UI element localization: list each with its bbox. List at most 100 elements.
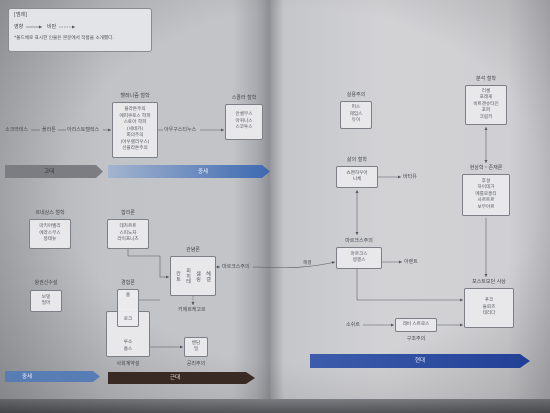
empiricism-box: 흄 로크 [117,289,139,327]
group-title-utilitarianism: 공리주의 [186,361,206,367]
member: 포퍼 [481,108,491,114]
member: 사르트르 [477,198,495,204]
member: 벤담 [191,340,201,346]
era-arrow-modern [108,372,255,384]
gutter-link-label: 헤겔 [303,261,312,266]
book-bottom-edge [0,399,550,413]
member: 회의주의 [126,133,144,139]
member: 듀이 [351,118,361,124]
member: 보부아르 [477,204,495,210]
era-label-contemporary: 현대 [415,358,426,364]
member: 데카르트 [119,224,137,230]
member: 제임스 [349,111,363,117]
member: (아우렐리우스) [120,139,150,145]
member: 라이프니츠 [117,237,139,243]
group-title-renaissance: 르네상스 철학 [35,210,65,216]
member: 에라스무스 [39,230,61,236]
era-arrow-ancient [5,165,103,178]
label-to-marxism: 마르크스주의 [222,264,250,270]
legend-influence-label: 영향 [14,24,24,30]
member: 신플라톤주의 [122,146,148,152]
era-label-ancient: 고대 [44,169,55,175]
member: 스피노자 [119,230,137,236]
link-rationalism-idealism [127,249,169,279]
member: 밀 [193,347,199,352]
social-contract-box: 루소 홉스 [106,311,150,357]
member: 에피쿠로스 학파 [119,113,151,119]
member: 몽테뉴 [43,237,57,243]
member: 하이데거 [477,185,495,191]
group-title-divine-right: 왕권신수설 [34,280,58,286]
member: 아퀴나스 [235,118,253,124]
legend-title: [범례] [14,12,28,18]
era-label-medieval-lower: 중세 [22,373,33,380]
member: (세네카) [126,126,144,132]
rationalism-box: 데카르트 스피노자 라이프니츠 [107,219,149,249]
group-title-marxism: 마르크스주의 [345,238,373,244]
renaissance-box: 마키아벨리 에라스무스 몽테뉴 [29,219,71,249]
member: 데리다 [482,311,496,317]
member: 스토아 학파 [123,120,147,126]
member: 필머 [41,301,51,306]
member: 셸링 [195,270,201,282]
group-title-pragmatism: 실용주의 [346,92,366,98]
group-title-idealism: 관념론 [186,247,200,253]
group-title-social-contract: 사회계약설 [116,361,140,367]
group-title-rationalism: 합리론 [121,210,135,216]
group-title-scholasticism: 스콜라 철학 [231,95,257,101]
member: 비트겐슈타인 [473,101,499,107]
member: 크립키 [479,114,493,120]
utilitarianism-box: 벤담 밀 [184,337,208,357]
link-across-gutter [252,261,336,268]
phenomenology-box: 후설 하이데거 메를로퐁티 사르트르 보부아르 [462,174,510,216]
name-arendt: 아렌트 [404,259,418,265]
member: 칸트 [175,270,181,282]
member: 후설 [481,178,491,184]
member: 러셀 [481,88,491,94]
legend-criticism-label: 비판 [47,24,57,30]
member: 퍼스 [351,105,361,111]
group-title-structuralism: 구조주의 [406,336,426,342]
scholasticism-box: 안셀무스 아퀴나스 스코투스 [225,104,263,140]
member: 로크 [123,316,133,322]
member: 보댕 [41,294,51,300]
member: 피히테 [185,267,191,285]
pragmatism-box: 퍼스 제임스 듀이 [340,101,372,129]
group-title-postmodern: 포스트모던 사상 [472,279,506,285]
group-title-empiricism: 경험론 [121,280,135,286]
era-label-medieval: 중세 [198,169,209,175]
member: 레비 스트로스 [402,321,430,327]
member: 메를로퐁티 [475,191,497,197]
idealism-box: 칸트 피히테 셸링 헤겔 [170,256,216,296]
legend-box [8,8,152,52]
name-plato: 플라톤 [42,127,56,133]
member: 들뢰즈 [482,304,496,310]
member: 니체 [352,177,362,182]
member: 마르크스 [350,251,368,257]
era-arrow-contemporary [310,354,530,368]
member: 홉스 [123,346,133,352]
member: 플라톤주의 [124,107,146,113]
divine-right-box: 보댕 필머 [30,290,62,312]
marxism-box: 마르크스 엥겔스 [336,247,382,269]
hellenism-box: 플라톤주의 에피쿠로스 학파 스토아 학파 (세네카) 회의주의 (아우렐리우스… [112,102,158,158]
member: 푸코 [484,298,494,304]
legend-note: *볼드체로 표시한 인물은 본문에서 작품을 소개했다. [14,36,114,41]
life-philosophy-box: 쇼펜하우어 니체 [336,166,378,188]
group-title-phenomenology: 현상학・존재론 [469,165,503,171]
member: 루소 [123,340,133,345]
member: 쇼펜하우어 [346,170,368,176]
member: 마키아벨리 [39,224,61,230]
name-saussure: 소쉬르 [346,322,360,328]
era-label-modern: 근대 [170,375,181,381]
member: 헤겔 [205,270,211,282]
name-kierkegaard: 키에르케고르 [178,307,206,313]
era-arrow-medieval [108,165,270,178]
link-marxism-postmodern [356,269,463,302]
group-title-analytic: 분석 철학 [476,76,496,82]
member: 흄 [125,293,131,298]
group-title-life-philosophy: 삶의 철학 [347,157,367,163]
structuralism-box: 레비 스트로스 [395,318,437,332]
member: 프레게 [479,95,493,101]
member: 엥겔스 [352,258,366,263]
